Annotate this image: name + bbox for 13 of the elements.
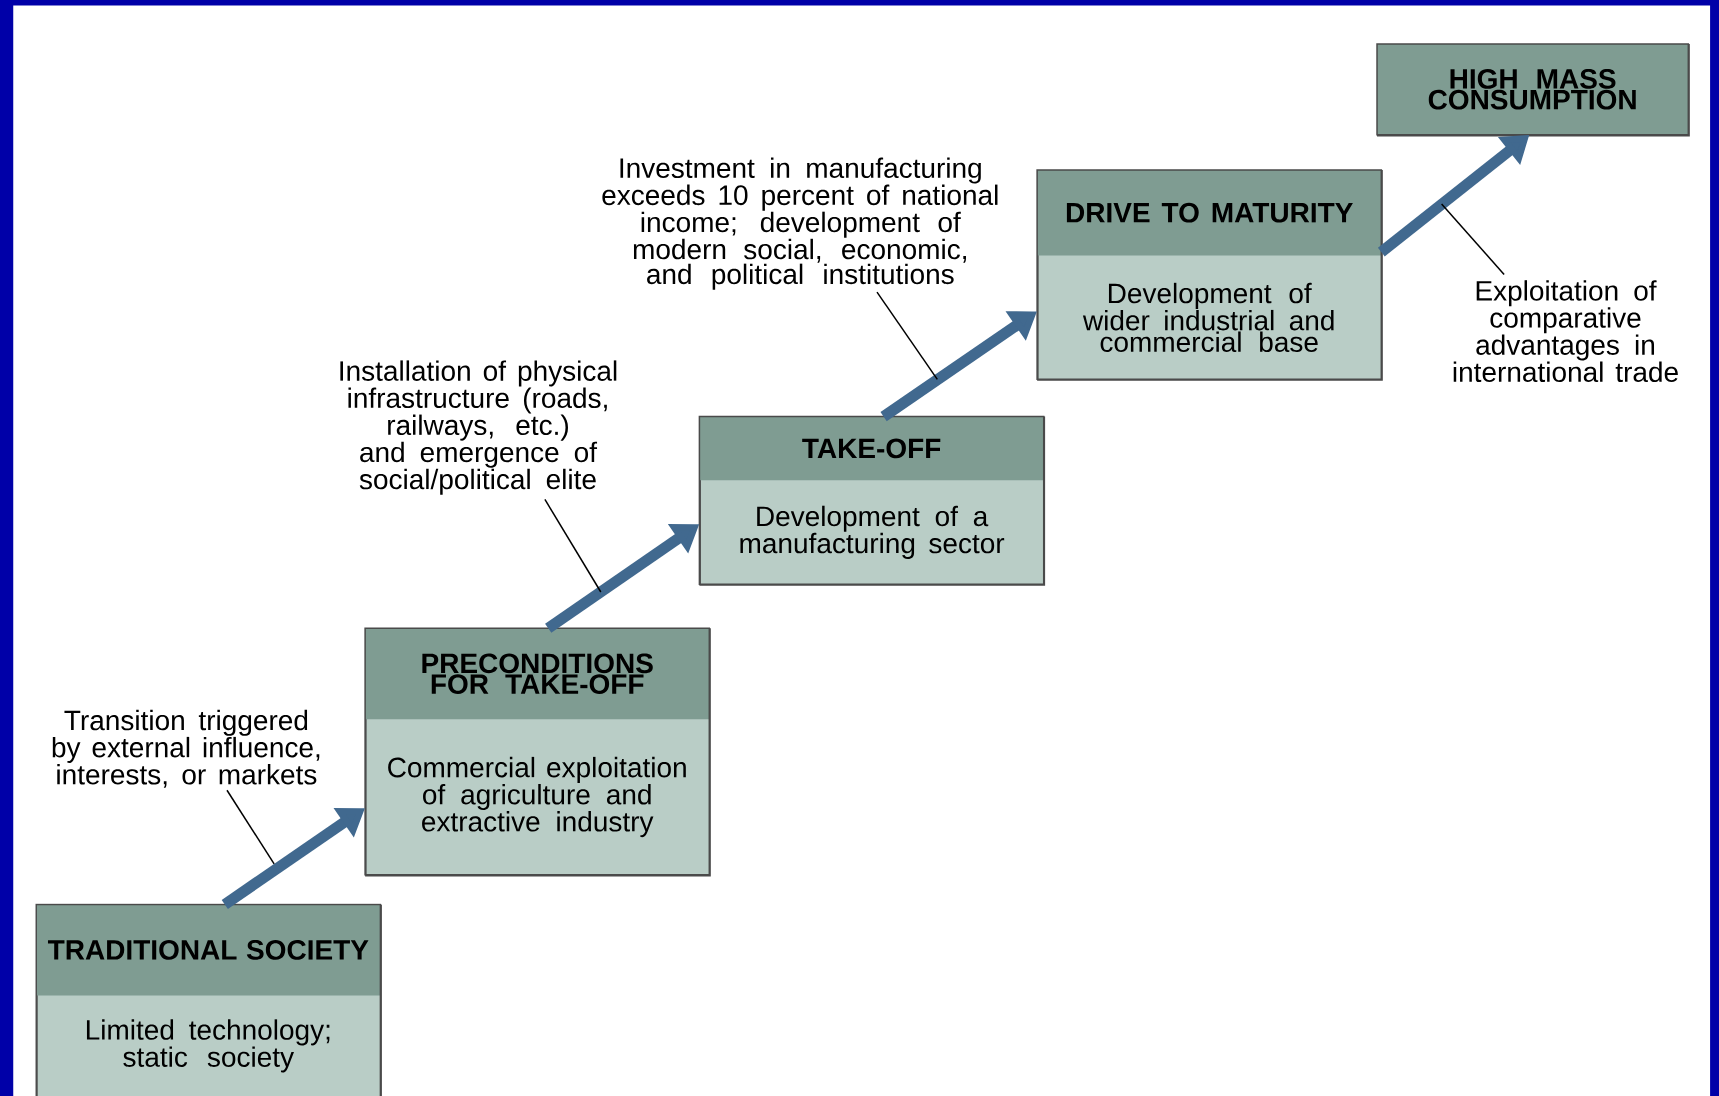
stage-box: TAKE-OFF Development of a manufacturing sector [698, 415, 1046, 586]
stage-box: HIGH MASS CONSUMPTION [1376, 43, 1690, 137]
leader-line [876, 291, 939, 381]
annotation-text: Installation of physical infrastructure (roads, railways, etc.) and emergence of social/political elite [340, 360, 617, 495]
leader-line [544, 498, 602, 593]
annotation-text: Transition triggered by external influence, interests, or markets [52, 709, 320, 788]
annotation-text: Exploitation of comparative advantages in international trade [1453, 280, 1678, 383]
stage-box: DRIVE TO MATURITY Development of wider industrial and commercial base [1036, 169, 1383, 381]
annotation-text: Investment in manufacturing exceeds 10 percent of national income; development of modern social, economic, and political institutions [602, 157, 998, 290]
leader-line [226, 789, 275, 865]
leader-line [1440, 203, 1505, 276]
stage-box: TRADITIONAL SOCIETY Limited technology; static society [35, 903, 382, 1096]
stage-box: PRECONDITIONS FOR TAKE-OFF Commercial exploitation of agriculture and extractive industry [364, 627, 711, 877]
